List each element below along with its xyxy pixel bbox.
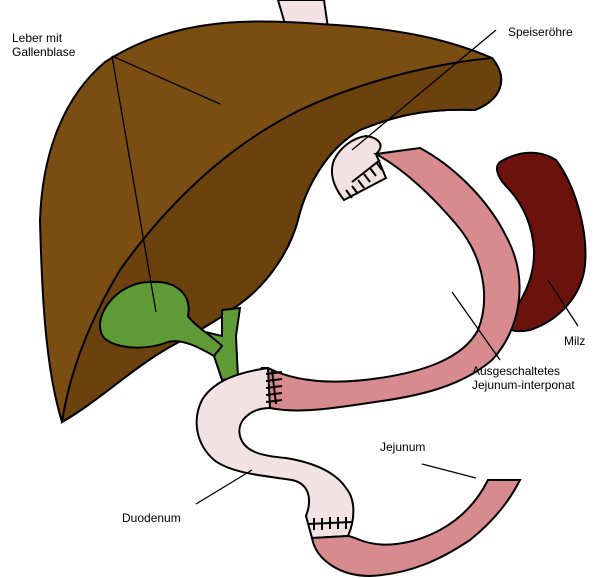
leader-duodenum [196, 470, 252, 504]
label-esophagus: Speiseröhre [508, 25, 573, 39]
label-jejunum: Jejunum [380, 440, 425, 454]
label-duodenum: Duodenum [122, 511, 181, 525]
liver [40, 22, 501, 423]
label-liver-line1: Leber mit [12, 31, 63, 45]
label-interponat: Ausgeschaltetes Jejunum-interponat [472, 364, 575, 392]
label-liver-line2: Gallenblase [12, 45, 76, 59]
leader-jejunum [422, 464, 476, 478]
label-spleen: Milz [564, 334, 585, 348]
label-liver: Leber mit Gallenblase [12, 31, 76, 59]
label-interponat-line2: Jejunum-interponat [472, 378, 575, 392]
label-interponat-line1: Ausgeschaltetes [472, 364, 560, 378]
